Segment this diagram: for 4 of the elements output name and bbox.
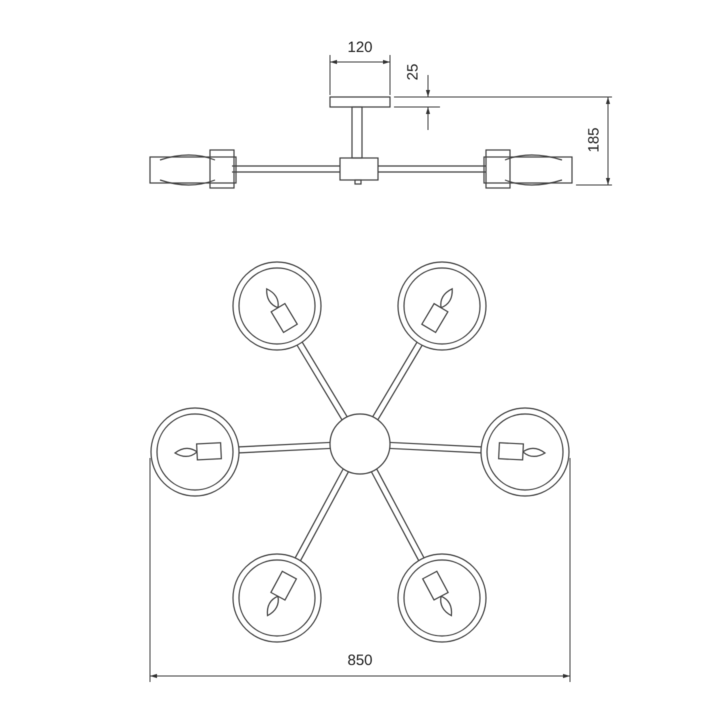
dimension-label: 185 [586, 127, 602, 153]
dimension-label: 850 [348, 653, 373, 669]
dimension-label: 120 [348, 40, 373, 56]
dimension-label: 25 [404, 64, 421, 80]
